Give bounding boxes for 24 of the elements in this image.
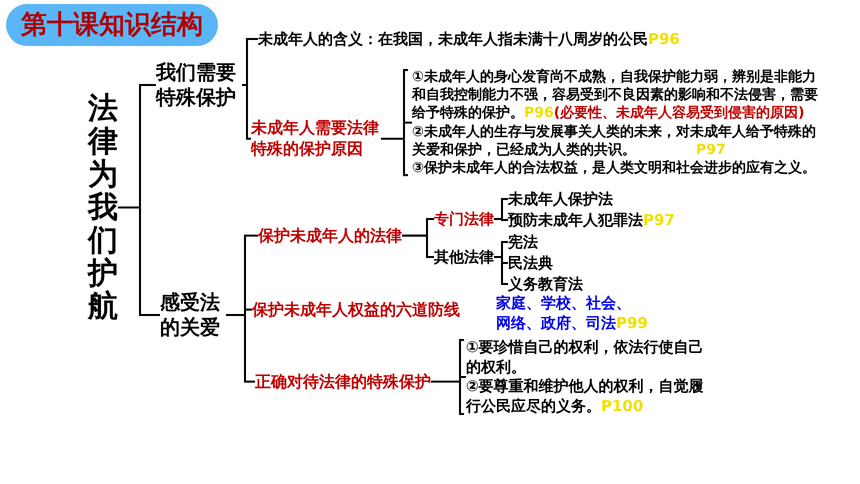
category-label: 其他法律 — [434, 248, 494, 266]
law-item: 宪法 — [508, 233, 538, 251]
title-banner: 第十课知识结构 — [6, 4, 218, 46]
topic-label: 法律为我们护航 — [88, 92, 118, 323]
bracket-connector — [381, 122, 412, 140]
branch-label: 正确对待法律的特殊保护 — [255, 372, 431, 392]
bracket-connector — [402, 234, 434, 258]
branch-label: 保护未成年人的法律 — [258, 226, 402, 246]
law-item: 义务教育法 — [508, 275, 583, 293]
branch-label: 未成年人需要法律特殊的保护原因 — [251, 118, 381, 160]
law-item: 未成年人保护法 — [508, 190, 613, 208]
category-label: 专门法律 — [434, 210, 494, 228]
bracket-connector — [118, 206, 160, 316]
item-text: 家庭、学校、社会、网络、政府、司法P99 — [496, 293, 664, 334]
branch-label: 感受法的关爱 — [160, 290, 226, 340]
law-item: 预防未成年人犯罪法P97 — [508, 211, 675, 229]
definition-text: 未成年人的含义：在我国，未成年人指未满十八周岁的公民P96 — [258, 30, 680, 48]
reason-list: ①未成年人的身心发育尚不成熟，自我保护能力弱，辨别是非能力和自我控制能力不强，容易受到不良因素的影响和不法侵害，需要给予特殊的保护。P96(必要性、未成年人容易受到侵害的原因) ②未成年人的生存与发展事关人类的未来，对未成年人给予特殊的关爱和保护，已经成为人类的共识。 P97 ③保护未成年人的合法权益，是人类文明和社会进步的应有之义。 — [412, 68, 824, 178]
point-list: ①要珍惜自己的权利，依法行使自己的权利。 ②要尊重和维护他人的权利，自觉履行公民应尽的义务。P100 — [466, 338, 760, 416]
law-item: 民法典 — [508, 254, 553, 272]
branch-label: 我们需要特殊保护 — [156, 60, 244, 110]
bracket-connector — [431, 376, 466, 383]
branch-label: 保护未成年人权益的六道防线 — [252, 300, 460, 320]
bracket-connector — [494, 218, 508, 221]
